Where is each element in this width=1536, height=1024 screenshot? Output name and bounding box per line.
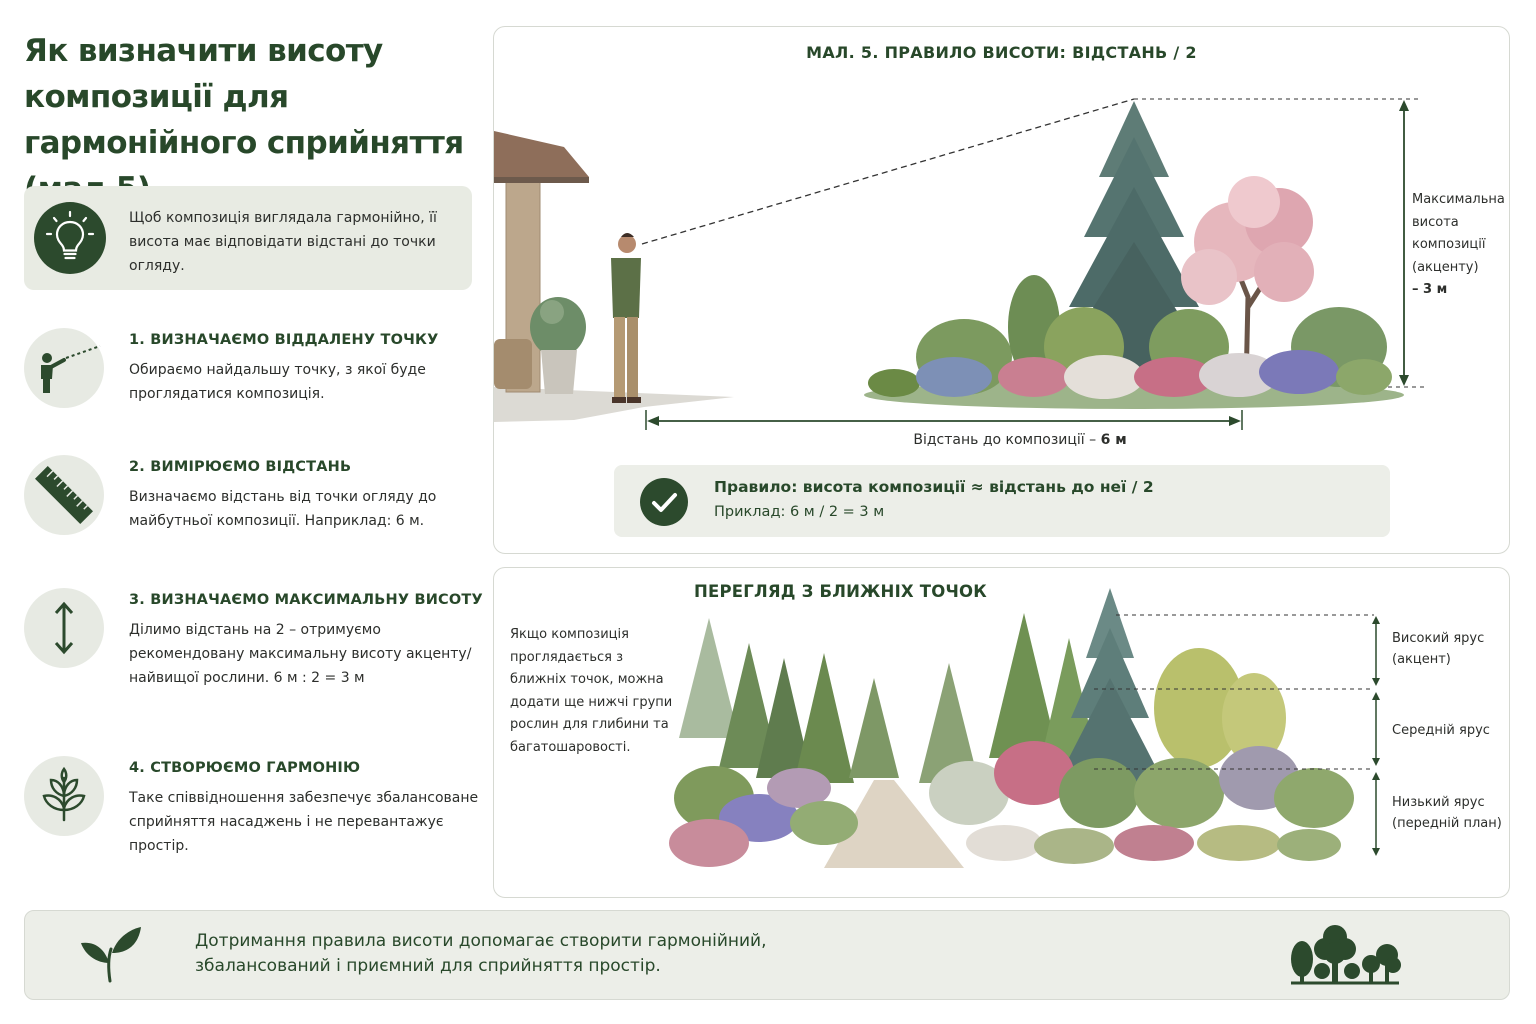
step-3: 3. ВИЗНАЧАЄМО МАКСИМАЛЬНУ ВИСОТУ Ділимо … [24,588,484,718]
front-bed-right [929,741,1354,864]
step-title: 1. ВИЗНАЧАЄМО ВІДДАЛЕНУ ТОЧКУ [129,332,439,348]
footer-banner: Дотримання правила висоти допомагає ство… [24,910,1510,1000]
background-conifers [679,613,1099,783]
figure-title: МАЛ. 5. ПРАВИЛО ВИСОТИ: ВІДСТАНЬ / 2 [806,43,1197,62]
flowering-tree [1181,176,1314,388]
distance-label: Відстань до композиції – 6 м [494,429,1509,452]
intro-text: Щоб композиція виглядала гармонійно, її … [129,210,437,274]
footer-text: Дотримання правила висоти допомагає ство… [195,931,767,976]
step-2: 2. ВИМІРЮЄМО ВІДСТАНЬ Визначаємо відстан… [24,455,484,555]
person-pointing-icon [24,328,104,408]
near-view-illustration [669,588,1380,868]
leaf-icon [81,927,141,983]
lightbulb-icon [34,202,106,274]
near-view-panel: ПЕРЕГЛЯД З БЛИЖНІХ ТОЧОК Якщо композиція… [493,567,1510,898]
height-rule-illustration [494,98,1424,430]
step-text: Визначаємо відстань від точки огляду до … [129,489,437,529]
step-title: 3. ВИЗНАЧАЄМО МАКСИМАЛЬНУ ВИСОТУ [129,592,483,608]
front-bed-left [669,766,858,867]
rule-callout: Правило: висота композиції ≈ відстань до… [614,465,1390,537]
near-view-title: ПЕРЕГЛЯД З БЛИЖНІХ ТОЧОК [694,582,987,601]
trees-icon [1291,925,1401,985]
step-text: Таке співвідношення забезпечує збалансов… [129,790,479,854]
shrub-row [868,275,1392,399]
step-1: 1. ВИЗНАЧАЄМО ВІДДАЛЕНУ ТОЧКУ Обираємо н… [24,328,484,428]
distance-text: Відстань до композиції – [913,432,1097,448]
ruler-icon [24,455,104,535]
tier-high: Високий ярус (акцент) [1392,631,1485,667]
step-4: 4. СТВОРЮЄМО ГАРМОНІЮ Таке співвідношенн… [24,756,484,856]
sprout-icon [24,756,104,836]
house-roof [494,131,589,177]
near-view-text: Якщо композиція проглядається з ближніх … [510,627,673,755]
person-figure [611,233,641,403]
intro-callout: Щоб композиція виглядала гармонійно, її … [24,186,472,290]
step-text: Ділимо відстань на 2 – отримуємо рекомен… [129,622,472,686]
max-height-text: Максимальна висота композиції (акценту) [1412,192,1505,275]
rule-example: Приклад: 6 м / 2 = 3 м [714,504,885,520]
stone-path [824,780,964,868]
tier-middle: Середній ярус [1392,723,1490,738]
sight-line [641,98,1135,245]
tier-low: Низький ярус (передній план) [1392,795,1502,831]
vertical-arrows-icon [24,588,104,668]
step-text: Обираємо найдальшу точку, з якої буде пр… [129,362,426,402]
checkmark-icon [640,478,688,526]
wicker-chair [494,339,532,389]
figure-panel: МАЛ. 5. ПРАВИЛО ВИСОТИ: ВІДСТАНЬ / 2 [493,26,1510,554]
distance-value: 6 м [1100,432,1127,448]
rule-title: Правило: висота композиції ≈ відстань до… [714,478,1154,496]
golden-tree [1154,648,1244,768]
step-title: 4. СТВОРЮЄМО ГАРМОНІЮ [129,760,361,776]
max-height-value: – 3 м [1412,282,1448,297]
page-title: Як визначити висоту композиції для гармо… [24,33,464,207]
max-height-label: Максимальна висота композиції (акценту) … [1412,189,1509,302]
blue-spruce [1056,588,1164,783]
step-title: 2. ВИМІРЮЄМО ВІДСТАНЬ [129,459,352,475]
planter [541,350,577,394]
